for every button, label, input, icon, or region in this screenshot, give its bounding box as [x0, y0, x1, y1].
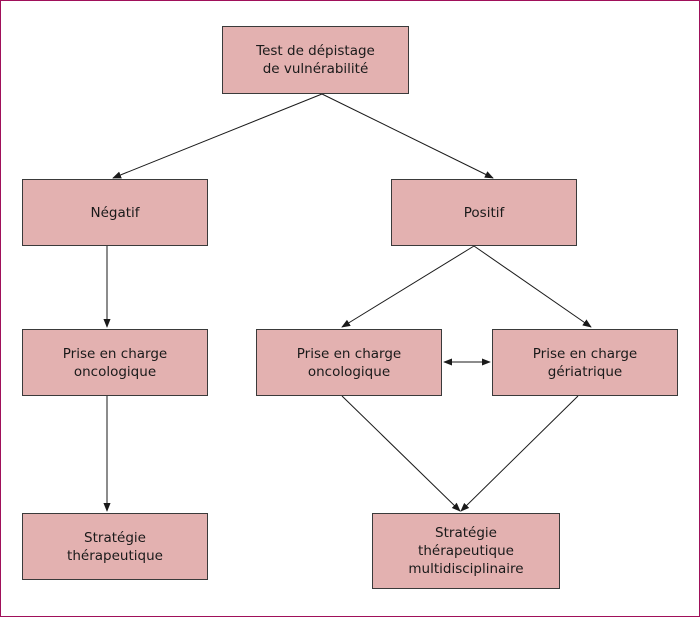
arrow-positive-to-geriatric [473, 245, 592, 328]
node-positive-label: Positif [463, 204, 505, 221]
arrow-geriatric-to-multidisciplinary [460, 395, 579, 512]
node-oncology-care-right-label: Prise en charge oncologique [296, 345, 402, 380]
node-multidisciplinary-strategy-label: Stratégie thérapeutique multidisciplinai… [408, 525, 524, 577]
node-oncology-care-right: Prise en charge oncologique [256, 329, 442, 396]
node-geriatric-care-label: Prise en charge gériatrique [532, 345, 638, 380]
node-oncology-care-left: Prise en charge oncologique [22, 329, 208, 396]
node-screening-test-label: Test de dépistage de vulnérabilité [256, 43, 375, 77]
node-screening-test: Test de dépistage de vulnérabilité [222, 26, 409, 94]
arrow-test-to-negative [112, 93, 323, 179]
arrow-positive-to-oncology [341, 245, 475, 328]
node-therapeutic-strategy: Stratégie thérapeutique [22, 513, 208, 580]
node-geriatric-care: Prise en charge gériatrique [492, 329, 678, 396]
node-oncology-care-left-label: Prise en charge oncologique [62, 345, 168, 380]
node-positive: Positif [391, 179, 577, 246]
node-multidisciplinary-strategy: Stratégie thérapeutique multidisciplinai… [372, 513, 560, 589]
node-negative: Négatif [22, 179, 208, 246]
arrow-oncology-to-multidisciplinary [341, 395, 461, 512]
arrow-test-to-positive [321, 93, 494, 179]
node-negative-label: Négatif [90, 204, 140, 221]
node-therapeutic-strategy-label: Stratégie thérapeutique [67, 529, 163, 564]
